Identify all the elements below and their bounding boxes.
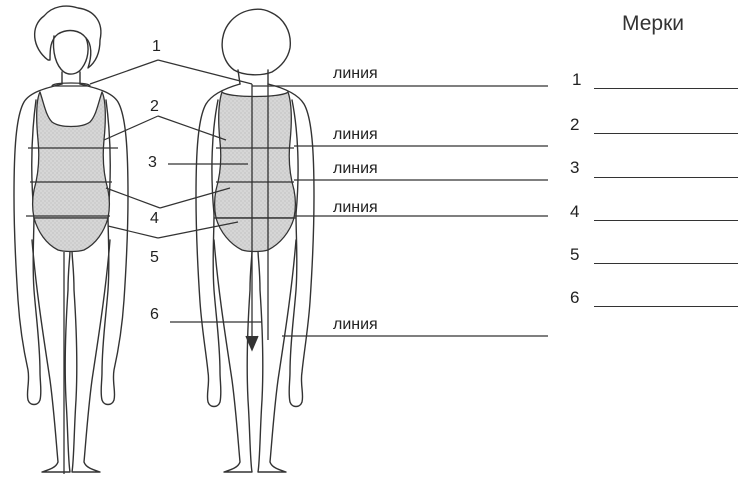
measurement-input-line[interactable] — [594, 220, 738, 221]
measurement-input-line[interactable] — [594, 177, 738, 178]
measurement-input-line[interactable] — [594, 263, 738, 264]
measurement-number: 2 — [570, 115, 579, 135]
measurement-input-line[interactable] — [594, 88, 738, 89]
diagram-number-1: 1 — [152, 38, 161, 56]
measurement-number: 3 — [570, 158, 579, 178]
measurements-title: Мерки — [622, 12, 684, 36]
diagram-number-3: 3 — [148, 154, 157, 172]
line-label-2: линия — [333, 126, 378, 144]
diagram-number-6: 6 — [150, 306, 159, 324]
line-label-5: линия — [333, 316, 378, 334]
line-label-3: линия — [333, 160, 378, 178]
back-hair — [222, 9, 290, 75]
diagram-number-4: 4 — [150, 210, 159, 228]
back-garment — [215, 92, 296, 252]
line-label-4: линия — [333, 199, 378, 217]
line-label-1: линия — [333, 65, 378, 83]
front-garment — [33, 92, 110, 252]
measurement-input-line[interactable] — [594, 133, 738, 134]
measurement-number: 5 — [570, 245, 579, 265]
diagram-number-5: 5 — [150, 249, 159, 267]
diagram-number-2: 2 — [150, 98, 159, 116]
front-hair — [35, 6, 101, 68]
measurement-number: 6 — [570, 288, 579, 308]
front-leg-right — [72, 240, 110, 472]
measurement-input-line[interactable] — [594, 306, 738, 307]
measurement-number: 1 — [572, 70, 581, 90]
front-face — [53, 36, 88, 74]
measurement-number: 4 — [570, 202, 579, 222]
